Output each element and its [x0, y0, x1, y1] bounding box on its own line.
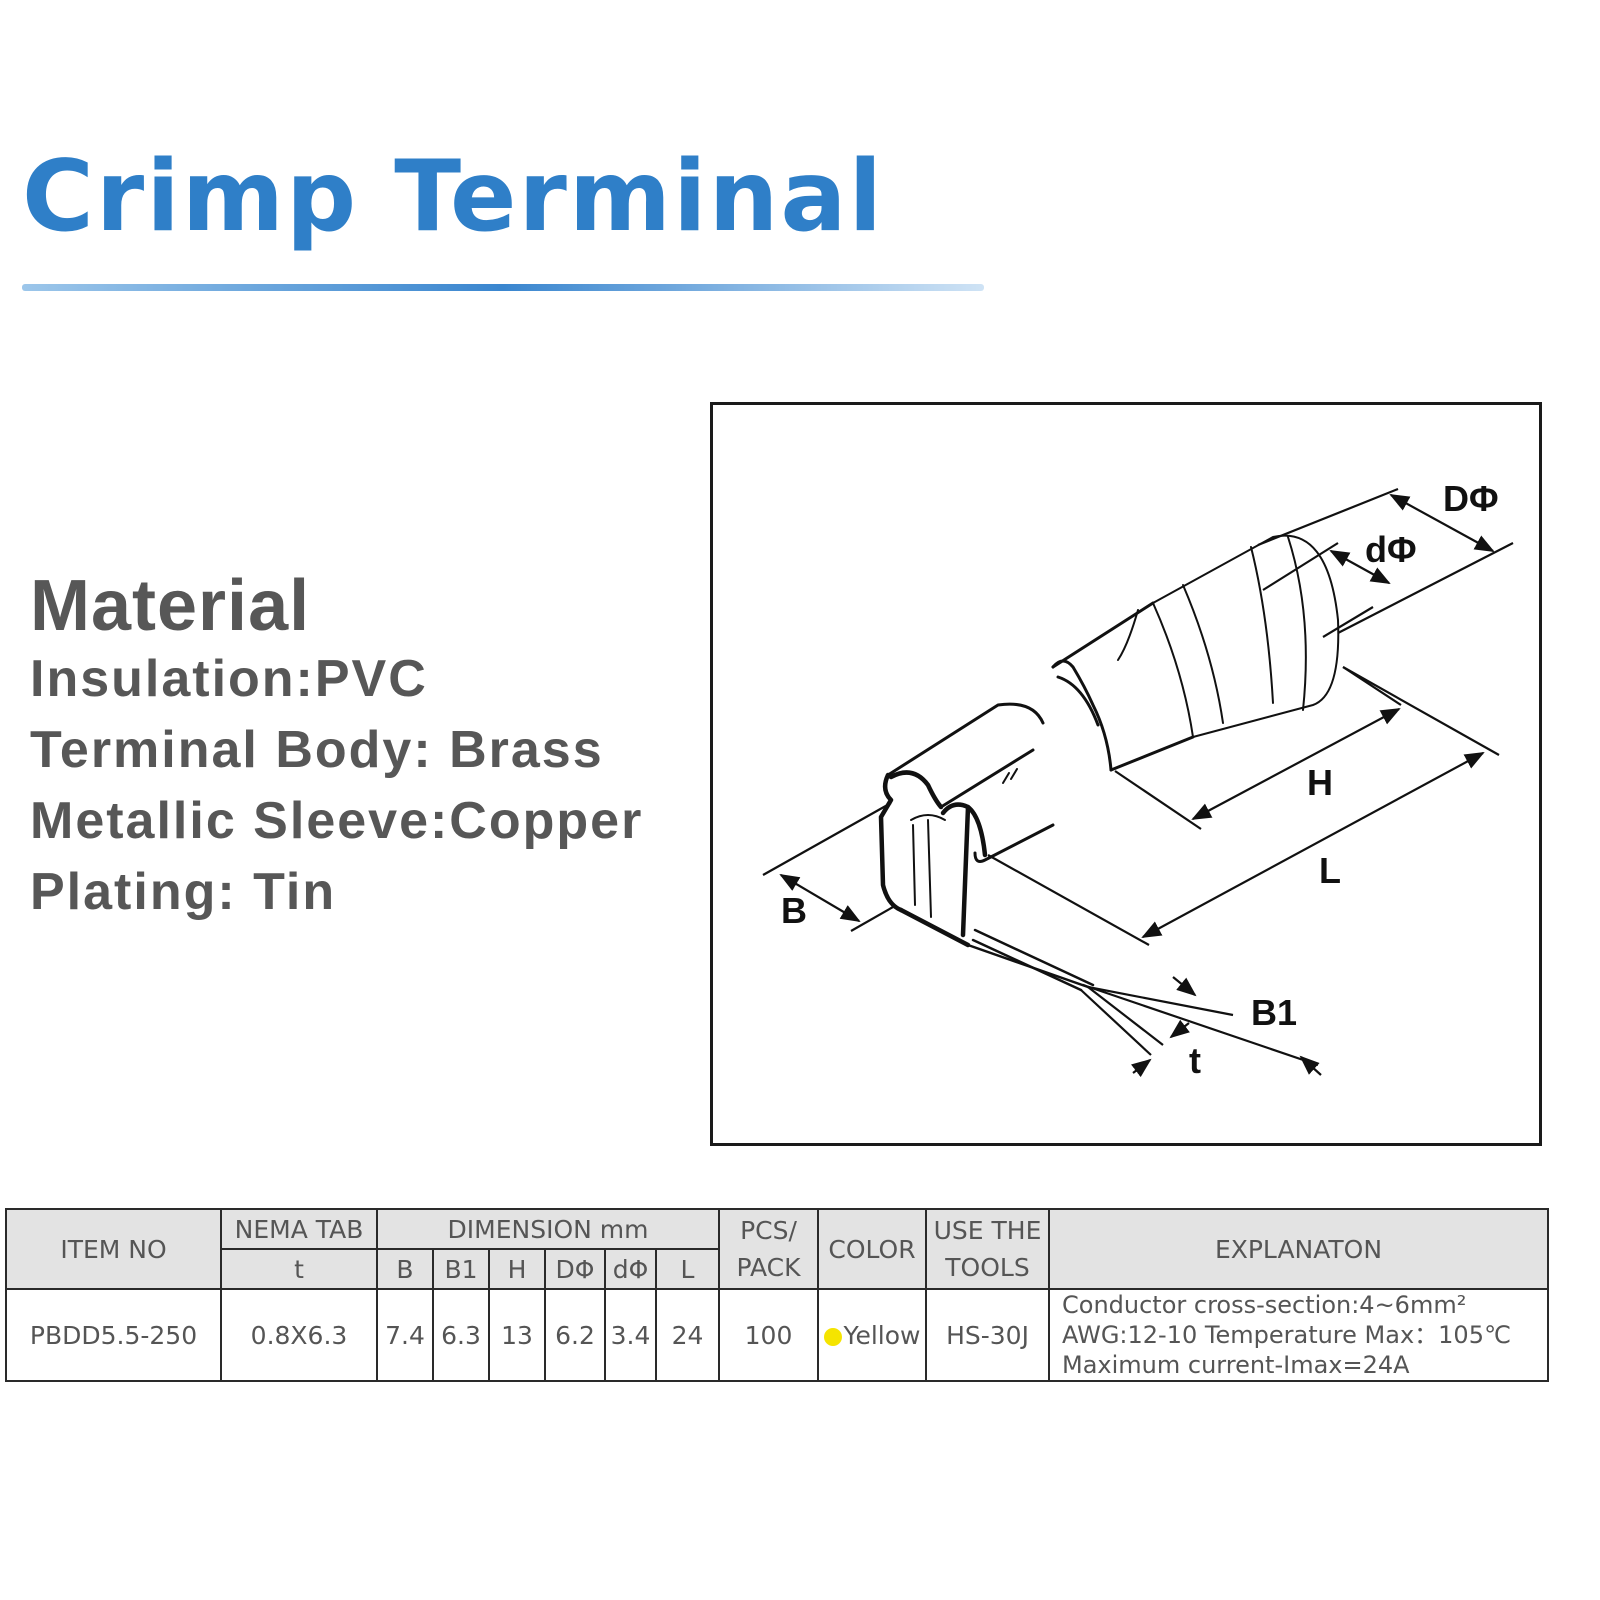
label-d-phi-outer: DΦ	[1443, 478, 1499, 519]
explanation-line: AWG:12-10 Temperature Max：105℃	[1062, 1321, 1511, 1349]
cell-color-name: Yellow	[843, 1320, 921, 1350]
label-d-phi-inner: dΦ	[1365, 529, 1417, 570]
terminal-diagram: DΦ dΦ H L B B1 t	[710, 402, 1542, 1146]
header-dim-b1: B1	[432, 1248, 490, 1290]
header-dimension: DIMENSION mm	[376, 1208, 720, 1250]
cell-item-no: PBDD5.5-250	[5, 1288, 222, 1382]
header-dim-l: L	[655, 1248, 720, 1290]
insulation-sleeve	[1117, 534, 1340, 738]
material-heading: Material	[30, 566, 311, 646]
header-pcs-line1: PCS/	[740, 1216, 797, 1245]
header-nema-tab: NEMA TAB	[220, 1208, 378, 1250]
cell-dim-d-outer: 6.2	[544, 1288, 606, 1382]
material-plating: Plating: Tin	[30, 863, 337, 921]
label-b1: B1	[1251, 992, 1297, 1033]
cell-explanation: Conductor cross-section:4~6mm² AWG:12-10…	[1048, 1288, 1549, 1382]
header-item-no: ITEM NO	[5, 1208, 222, 1290]
header-tools: USE THE TOOLS	[925, 1208, 1050, 1290]
header-color: COLOR	[817, 1208, 927, 1290]
header-pcs-line2: PACK	[736, 1253, 801, 1282]
terminal-drawing: DΦ dΦ H L B B1 t	[762, 478, 1514, 1081]
cell-dim-d-inner: 3.4	[604, 1288, 657, 1382]
cell-dim-h: 13	[488, 1288, 546, 1382]
explanation-line: Conductor cross-section:4~6mm²	[1062, 1291, 1467, 1319]
label-t: t	[1189, 1040, 1201, 1081]
material-insulation: Insulation:PVC	[30, 650, 428, 708]
cell-dim-b: 7.4	[376, 1288, 434, 1382]
cell-pcs: 100	[718, 1288, 819, 1382]
table-row: PBDD5.5-250 0.8X6.3 7.4 6.3 13 6.2 3.4 2…	[5, 1288, 1549, 1382]
explanation-line: Maximum current-Imax=24A	[1062, 1351, 1410, 1379]
material-terminal-body: Terminal Body: Brass	[30, 721, 604, 779]
spec-table: ITEM NO NEMA TAB DIMENSION mm PCS/ PACK …	[5, 1208, 1549, 1382]
terminal-barrel	[1051, 601, 1195, 772]
label-b: B	[781, 890, 807, 931]
cell-tools: HS-30J	[925, 1288, 1050, 1382]
header-dim-d-outer: DΦ	[544, 1248, 606, 1290]
header-tools-line2: TOOLS	[945, 1253, 1030, 1282]
header-dim-b: B	[376, 1248, 434, 1290]
cell-dim-b1: 6.3	[432, 1288, 490, 1382]
header-tools-line1: USE THE	[933, 1216, 1042, 1245]
header-dim-h: H	[488, 1248, 546, 1290]
header-nema-t: t	[220, 1248, 378, 1290]
terminal-receptacle	[878, 702, 1055, 948]
page-title: Crimp Terminal	[22, 140, 885, 254]
material-metallic-sleeve: Metallic Sleeve:Copper	[30, 792, 644, 850]
title-underline	[22, 284, 984, 291]
material-section: Material Insulation:PVC Terminal Body: B…	[30, 568, 643, 928]
label-l: L	[1319, 850, 1341, 891]
cell-nema-tab: 0.8X6.3	[220, 1288, 378, 1382]
header-pcs-pack: PCS/ PACK	[718, 1208, 819, 1290]
header-explanation: EXPLANATON	[1048, 1208, 1549, 1290]
label-h: H	[1307, 762, 1333, 803]
cell-dim-l: 24	[655, 1288, 720, 1382]
terminal-blade	[966, 928, 1095, 992]
color-swatch-dot	[823, 1327, 842, 1346]
cell-color: Yellow	[817, 1288, 927, 1382]
header-dim-d-inner: dΦ	[604, 1248, 657, 1290]
